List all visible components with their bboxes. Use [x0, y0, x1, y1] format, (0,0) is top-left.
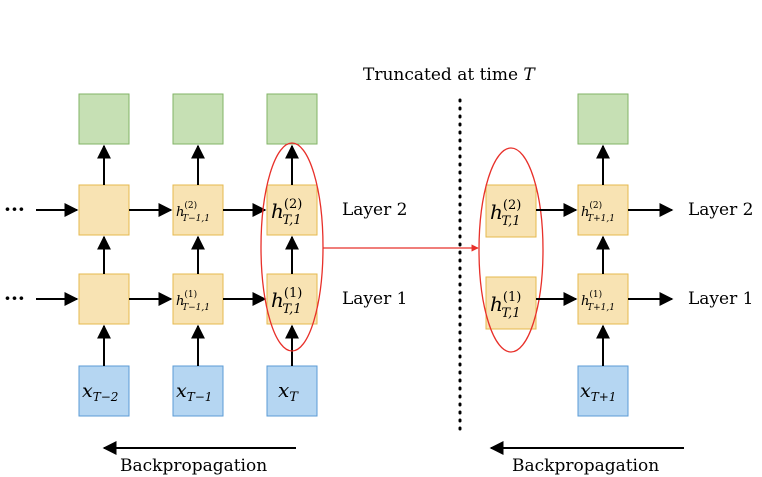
- label-h1-t-minus-1: h(1)T−1,1: [176, 289, 210, 313]
- input-node-t-plus-1: [577, 365, 629, 417]
- label-x-t-minus-1: xT−1: [176, 380, 212, 404]
- hidden-node-layer1-t-minus-2: [78, 273, 130, 325]
- layer1-label-middle: Layer 1: [342, 289, 407, 309]
- highlight-ellipse-right: [478, 147, 544, 353]
- label-h2-t-copy: h(2)T,1: [490, 198, 521, 229]
- label-h2-t-minus-1: h(2)T−1,1: [176, 200, 210, 224]
- backprop-label-left: Backpropagation: [120, 456, 267, 476]
- layer2-label-right: Layer 2: [688, 200, 753, 220]
- ellipsis-layer1: ···: [4, 286, 25, 310]
- output-node-t-minus-2: [78, 93, 130, 145]
- hidden-node-layer2-t-minus-2: [78, 184, 130, 236]
- label-h1-t: h(1)T,1: [271, 286, 302, 317]
- label-h1-t-copy: h(1)T,1: [490, 290, 521, 321]
- vertical-arrows-left: [97, 144, 299, 366]
- input-node-t-minus-1: [172, 365, 224, 417]
- horizontal-arrows-left: [36, 203, 267, 306]
- highlight-ellipse-left: [260, 142, 324, 352]
- hidden-node-layer1-t: [266, 273, 318, 325]
- label-h1-t-plus-1: h(1)T+1,1: [581, 289, 615, 313]
- hidden-node-layer1-t-plus-1: [577, 273, 629, 325]
- arrows-right: [536, 144, 674, 366]
- output-node-t-minus-1: [172, 93, 224, 145]
- hidden-node-layer2-t: [266, 184, 318, 236]
- ellipsis-layer2: ···: [4, 197, 25, 221]
- output-node-t-plus-1: [577, 93, 629, 145]
- output-node-t: [266, 93, 318, 145]
- label-h2-t: h(2)T,1: [271, 197, 302, 228]
- hidden-node-layer2-t-minus-1: [172, 184, 224, 236]
- label-x-t-minus-2: xT−2: [82, 380, 118, 404]
- hidden-node-layer1-t-copy: [485, 276, 537, 330]
- layer2-label-middle: Layer 2: [342, 200, 407, 220]
- hidden-node-layer2-t-plus-1: [577, 184, 629, 236]
- label-x-t-plus-1: xT+1: [580, 380, 616, 404]
- label-x-t: xT: [278, 378, 299, 405]
- truncation-title: Truncated at time T: [363, 65, 536, 85]
- label-h2-t-plus-1: h(2)T+1,1: [581, 200, 615, 224]
- layer1-label-right: Layer 1: [688, 289, 753, 309]
- backprop-label-right: Backpropagation: [512, 456, 659, 476]
